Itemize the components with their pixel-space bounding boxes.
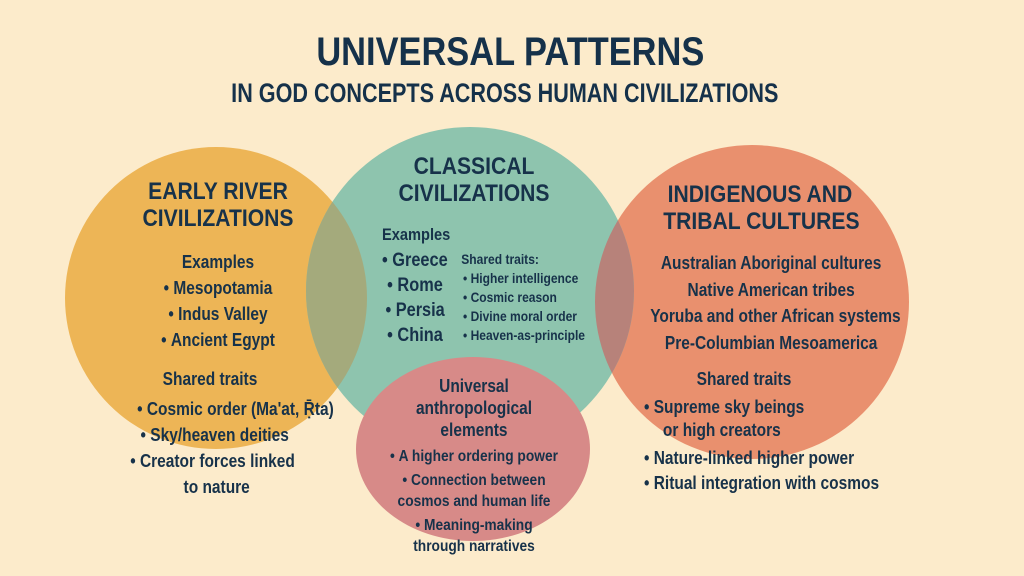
- classical-examples-label: Examples: [382, 225, 451, 244]
- early-river-examples: Examples Mesopotamia Indus Valley Ancien…: [132, 249, 304, 353]
- classical-example: Persia: [382, 298, 448, 323]
- early-river-heading-line1: EARLY RIVER: [148, 178, 288, 205]
- indigenous-traits-label: Shared traits: [696, 369, 792, 389]
- indigenous-example: Pre-Columbian Mesoamerica: [664, 332, 878, 353]
- indigenous-example: Native American tribes: [687, 279, 855, 300]
- early-river-trait: Sky/heaven deities: [118, 422, 342, 448]
- indigenous-example: Yoruba and other African systems: [650, 306, 901, 326]
- universal-item: A higher ordering power: [371, 446, 577, 467]
- indigenous-heading: INDIGENOUS AND TRIBAL CULTURES: [663, 181, 860, 235]
- indigenous-example: Australian Aboriginal cultures: [660, 253, 882, 273]
- classical-heading-line2: CIVILIZATIONS: [398, 180, 550, 207]
- early-river-example: Ancient Egypt: [132, 327, 304, 353]
- universal-items: A higher ordering power Connection betwe…: [371, 446, 577, 557]
- classical-traits-label: Shared traits:: [461, 251, 539, 267]
- classical-trait: Cosmic reason: [463, 288, 585, 307]
- universal-item-continued: cosmos and human life: [397, 493, 551, 510]
- indigenous-circle: [595, 145, 909, 459]
- universal-heading-line1: Universal: [439, 376, 509, 396]
- indigenous-examples: Australian Aboriginal cultures Native Am…: [649, 250, 907, 356]
- indigenous-trait: Nature-linked higher power: [644, 446, 885, 471]
- classical-example: China: [382, 323, 448, 348]
- early-river-traits-label: Shared traits: [162, 369, 258, 389]
- early-river-trait: Creator forces linked: [118, 448, 342, 474]
- indigenous-traits: Supreme sky beings or high creators Natu…: [644, 395, 885, 496]
- indigenous-heading-line2: TRIBAL CULTURES: [663, 208, 860, 235]
- early-river-heading: EARLY RIVER CIVILIZATIONS: [130, 178, 306, 232]
- classical-heading-line1: CLASSICAL: [413, 153, 535, 180]
- early-river-example: Indus Valley: [132, 301, 304, 327]
- classical-example: Greece: [382, 248, 447, 273]
- universal-item: Connection between: [371, 470, 577, 491]
- early-river-example: Mesopotamia: [132, 275, 304, 301]
- indigenous-trait: Ritual integration with cosmos: [644, 471, 885, 496]
- universal-item: Meaning-making: [371, 515, 577, 536]
- classical-example: Rome: [382, 273, 448, 298]
- indigenous-trait-continued: or high creators: [662, 420, 781, 440]
- classical-heading: CLASSICAL CIVILIZATIONS: [386, 153, 562, 207]
- indigenous-heading-line1: INDIGENOUS AND: [667, 181, 853, 208]
- classical-trait: Higher intelligence: [463, 269, 585, 288]
- early-river-examples-label: Examples: [181, 252, 255, 272]
- universal-heading-line3: elements: [440, 420, 508, 440]
- page-title: UNIVERSAL PATTERNS: [316, 30, 705, 74]
- universal-heading: Universal anthropological elements: [388, 375, 560, 441]
- classical-examples: Greece Rome Persia China: [382, 248, 448, 348]
- classical-trait: Divine moral order: [463, 307, 585, 326]
- early-river-heading-line2: CIVILIZATIONS: [142, 205, 294, 232]
- classical-traits: Shared traits: Higher intelligence Cosmi…: [461, 250, 585, 345]
- early-river-trait-continued: to nature: [183, 477, 250, 497]
- early-river-trait: Cosmic order (Ma'at, Ṝta): [118, 396, 342, 422]
- classical-trait: Heaven-as-principle: [463, 326, 585, 345]
- universal-item-continued: through narratives: [413, 538, 535, 555]
- universal-heading-line2: anthropological: [415, 398, 533, 418]
- page-subtitle: IN GOD CONCEPTS ACROSS HUMAN CIVILIZATIO…: [231, 78, 779, 108]
- early-river-traits: Cosmic order (Ma'at, Ṝta) Sky/heaven dei…: [118, 396, 342, 500]
- indigenous-trait: Supreme sky beings: [644, 395, 885, 420]
